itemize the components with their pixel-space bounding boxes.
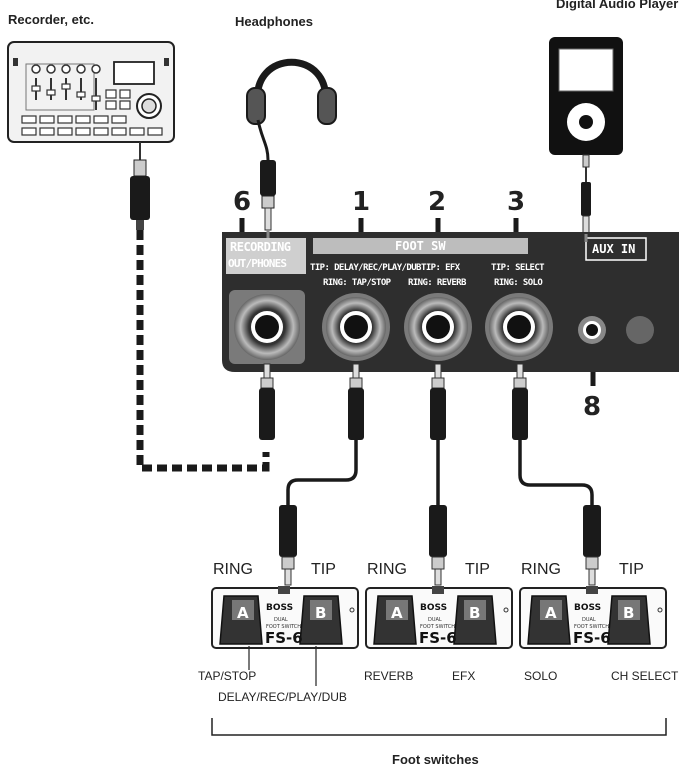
jack1-ring-label: RING: TAP/STOP: [323, 278, 391, 288]
pedal-b-label: B: [623, 604, 634, 622]
brand-logo: BOSS: [574, 603, 601, 613]
number-1: 1: [352, 187, 371, 217]
recorder-device: [7, 41, 175, 143]
recording-out-label-2: OUT/PHONES: [228, 257, 287, 270]
footswitches-caption: Foot switches: [392, 752, 479, 767]
bottom-plugs: [259, 363, 528, 440]
fs2-ring-label: RING: [367, 561, 407, 578]
pedal-b-label: B: [315, 604, 326, 622]
brand-logo: BOSS: [266, 603, 293, 613]
fs1-tip-label: TIP: [311, 561, 336, 578]
audio-player-device: [549, 37, 623, 235]
foot-cables: [286, 440, 594, 505]
pedal-a-label: A: [237, 604, 249, 622]
recorder-cable: [136, 230, 270, 472]
assign-tap-stop: TAP/STOP: [198, 669, 257, 683]
fs1-ring-label: RING: [213, 561, 253, 578]
fs-sub2: FOOT SWITCH: [266, 624, 301, 630]
fs-model: FS-6: [419, 629, 457, 647]
pedal-a-label: A: [545, 604, 557, 622]
recording-out-label-1: RECORDING: [230, 240, 291, 254]
number-8: 8: [583, 392, 602, 422]
fs-sub1: DUAL: [274, 617, 288, 623]
jack3-tip-label: TIP: SELECT: [491, 263, 545, 273]
fs3-tip-label: TIP: [619, 561, 644, 578]
audio-player-label: Digital Audio Player: [556, 0, 679, 11]
footswitch-bracket: [211, 718, 667, 736]
headphones-icon: [246, 58, 337, 231]
number-2: 2: [428, 187, 447, 217]
jack2-tip-label: TIP: EFX: [421, 263, 460, 273]
jack-foot-sw-3: [485, 293, 553, 361]
jack-aux-in: [578, 316, 606, 344]
recorder-label: Recorder, etc.: [8, 12, 94, 27]
assign-efx: EFX: [452, 669, 476, 683]
fs-model: FS-6: [573, 629, 611, 647]
jack-foot-sw-1: [322, 293, 390, 361]
assign-reverb: REVERB: [364, 669, 414, 683]
headphones-label: Headphones: [235, 14, 314, 29]
foot-sw-label: FOOT SW: [395, 239, 446, 253]
assign-delay-rec: DELAY/REC/PLAY/DUB: [218, 690, 347, 704]
jack1-tip-label: TIP: DELAY/REC/PLAY/DUB: [310, 263, 421, 273]
recorder-plug: [130, 142, 150, 230]
assign-solo: SOLO: [524, 669, 558, 683]
jack-panel: [222, 232, 679, 372]
fs2-tip-label: TIP: [465, 561, 490, 578]
fs-model: FS-6: [265, 629, 303, 647]
jack2-ring-label: RING: REVERB: [408, 278, 466, 288]
pedal-b-label: B: [469, 604, 480, 622]
fs-sub2: FOOT SWITCH: [420, 624, 455, 630]
aux-in-label: AUX IN: [592, 242, 636, 256]
pedal-a-label: A: [391, 604, 403, 622]
fs-sub1: DUAL: [428, 617, 442, 623]
jack-foot-sw-2: [404, 293, 472, 361]
jack3-ring-label: RING: SOLO: [494, 278, 543, 288]
fs-sub1: DUAL: [582, 617, 596, 623]
number-6: 6: [233, 187, 252, 217]
jack-recording-out: [229, 290, 305, 364]
brand-logo: BOSS: [420, 603, 447, 613]
number-3: 3: [507, 187, 526, 217]
assign-ch-select: CH SELECT: [611, 669, 679, 683]
footswitch-plugs: [279, 505, 601, 586]
fs3-ring-label: RING: [521, 561, 561, 578]
fs-sub2: FOOT SWITCH: [574, 624, 609, 630]
